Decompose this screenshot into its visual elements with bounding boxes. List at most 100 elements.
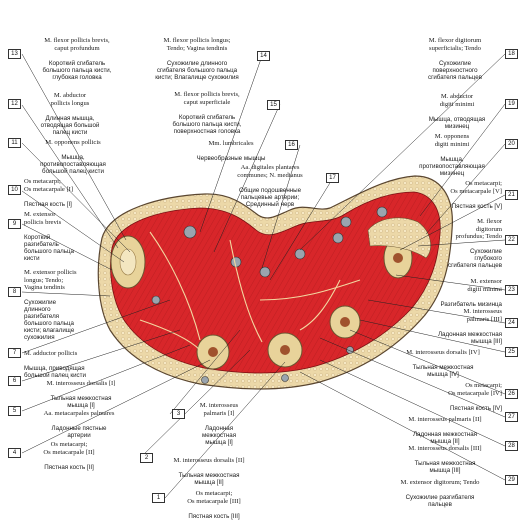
label-4: Os metacarpi; Os metacarpale [II] Пястна… [24, 434, 114, 478]
label-10-russian: Пястная кость [I] [24, 200, 72, 208]
metacarpal-iii-bone [267, 332, 303, 368]
label-17-russian: Общие подошвенные пальцевые артерии; Сре… [238, 186, 302, 208]
label-14-latin: M. flexor pollicis longus; Tendo; Vagina… [163, 37, 231, 52]
label-14: M. flexor pollicis longus; Tendo; Vagina… [140, 30, 254, 88]
label-number-29: 29 [505, 475, 518, 485]
label-20: M. opponens digiti minimi Мышца, противо… [402, 126, 502, 184]
label-3: M. interosseus palmaris [I] Ладонная меж… [186, 395, 252, 453]
label-number-22: 22 [505, 235, 518, 245]
label-24: M. interosseus palmaris [III] Ладонная м… [412, 301, 502, 352]
label-20-latin: M. opponens digiti minimi [434, 133, 470, 148]
label-17-latin: Aa. digitales plantares communes; N. med… [237, 164, 303, 179]
label-22: M. flexor digitorum profundus; Tendo Сух… [426, 211, 502, 276]
label-22-russian: Сухожилие глубокого сгибателя пальцев [447, 248, 502, 270]
label-number-14: 14 [257, 51, 270, 61]
label-5-latin: Aa. metacarpales palmares [43, 410, 115, 418]
label-25-latin: M. interosseus dorsalis [IV] [406, 349, 480, 357]
label-14-russian: Сухожилие длинного сгибателя большого па… [155, 59, 239, 81]
label-16-latin: Mm. lumbricales [208, 140, 254, 148]
label-number-19: 19 [505, 99, 518, 109]
label-7-russian: Мышца, приводящая большой палец кисти [24, 365, 86, 380]
label-number-23: 23 [505, 285, 518, 295]
label-21: Os metacarpi; Os metacarpale [V] Пястная… [412, 173, 502, 217]
label-6-russian: Тыльная межкостная мышца [I] [50, 395, 112, 410]
label-number-27: 27 [505, 412, 518, 422]
label-26: Os metacarpi; Os metacarpale [IV] Пястна… [410, 375, 502, 419]
hypothenar-fat [367, 217, 431, 259]
label-3-russian: Ладонная межкостная мышца [I] [201, 424, 237, 446]
label-16: Mm. lumbricales Червеобразные мышцы [180, 133, 282, 170]
label-29-latin: M. extensor digitorum; Tendo [400, 479, 480, 487]
tendons [151, 206, 388, 384]
label-28-russian: Тыльная межкостная мышца [III] [414, 460, 476, 475]
label-29-russian: Сухожилие разгибателя пальцев [405, 494, 475, 509]
label-11-latin: M. opponens pollicis [45, 139, 101, 147]
label-8: M. extensor pollicis longus; Tendo; Vagi… [24, 262, 112, 348]
label-number-10: 10 [8, 185, 21, 195]
label-25-russian: Тыльная межкостная мышца [IV] [412, 364, 474, 379]
label-6: M. interosseus dorsalis [I] Тыльная межк… [24, 373, 138, 417]
label-16-russian: Червеобразные мышцы [196, 155, 266, 163]
label-27-russian: Ладонная межкостная мышца [II] [412, 431, 478, 446]
label-number-21: 21 [505, 190, 518, 200]
label-28-latin: M. interosseus dorsalis [III] [408, 445, 482, 453]
label-17: Aa. digitales plantares communes; N. med… [216, 157, 324, 215]
label-11-russian: Мышца, противопоставляющая большой палец… [40, 154, 106, 176]
label-18-latin: M. flexor digitorum superficialis; Tendo [428, 37, 482, 52]
label-19-russian: Мышца, отводящая мизинец [428, 115, 486, 130]
label-11: M. opponens pollicis Мышца, противопоста… [22, 132, 124, 183]
label-number-17: 17 [326, 173, 339, 183]
label-2-russian: Тыльная межкостная мышца [II] [178, 472, 240, 487]
label-19: M. abductor digiti minimi Мышца, отводящ… [412, 86, 502, 137]
septa [139, 231, 361, 351]
label-27: M. interosseus palmaris [II] Ладонная ме… [388, 409, 502, 453]
label-4-russian: Пястная кость [II] [44, 463, 94, 471]
label-number-11: 11 [8, 138, 21, 148]
label-19-latin: M. abductor digiti minimi [439, 93, 475, 108]
label-2-latin: M. interosseus dorsalis [II] [173, 457, 245, 465]
label-18-russian: Сухожилие поверхностного сгибателя пальц… [427, 59, 483, 81]
label-number-28: 28 [505, 441, 518, 451]
label-7-latin: M. adductor pollicis [24, 350, 78, 358]
label-9-russian: Короткий разгибатель большого пальца кис… [24, 233, 74, 262]
label-12-latin: M. abductor pollicis longus [50, 92, 90, 107]
label-23-latin: M. extensor digiti minimi [467, 278, 502, 293]
label-number-1: 1 [152, 493, 165, 503]
leader-lines [21, 53, 506, 499]
label-12: M. abductor pollicis longus Длинная мышц… [22, 85, 118, 143]
label-number-26: 26 [505, 389, 518, 399]
label-8-latin: M. extensor pollicis longus; Tendo; Vagi… [24, 269, 77, 292]
label-15-latin: M. flexor pollicis brevis, caput superfi… [174, 91, 240, 106]
label-24-russian: Ладонная межкостная мышца [III] [437, 330, 502, 345]
label-27-latin: M. interosseus palmaris [II] [408, 416, 482, 424]
label-1-latin: Os metacarpi; Os metacarpale [III] [187, 490, 241, 505]
label-number-7: 7 [8, 348, 21, 358]
label-12-russian: Длинная мышца, отводящая большой палец к… [40, 114, 100, 136]
label-number-8: 8 [8, 287, 21, 297]
label-20-russian: Мышца, противопоставляющая мизинец [419, 155, 485, 177]
label-number-18: 18 [505, 49, 518, 59]
label-7: M. adductor pollicis Мышца, приводящая б… [24, 343, 124, 387]
label-number-13: 13 [8, 49, 21, 59]
label-9-latin: M. extensor pollicis brevis [24, 211, 62, 226]
label-21-latin: Os metacarpi; Os metacarpale [V] [450, 180, 502, 195]
label-5: Aa. metacarpales palmares Ладонные пястн… [24, 403, 134, 447]
label-number-2: 2 [140, 453, 153, 463]
label-5-russian: Ладонные пястные артерии [51, 425, 107, 440]
label-21-russian: Пястная кость [V] [451, 202, 502, 210]
label-6-latin: M. interosseus dorsalis [I] [46, 380, 116, 388]
label-number-25: 25 [505, 347, 518, 357]
label-9: M. extensor pollicis brevis Короткий раз… [24, 204, 104, 269]
label-28: M. interosseus dorsalis [III] Тыльная ме… [388, 438, 502, 482]
label-number-5: 5 [8, 406, 21, 416]
label-10: Os metacarpi; Os metacarpale [I] Пястная… [24, 171, 114, 215]
label-10-latin: Os metacarpi; Os metacarpale [I] [24, 178, 74, 193]
label-number-24: 24 [505, 318, 518, 328]
label-18: M. flexor digitorum superficialis; Tendo… [408, 30, 502, 88]
label-26-russian: Пястная кость [IV] [449, 404, 502, 412]
label-23-russian: Разгибатель мизинца [440, 300, 502, 308]
label-number-15: 15 [267, 100, 280, 110]
label-number-16: 16 [285, 140, 298, 150]
